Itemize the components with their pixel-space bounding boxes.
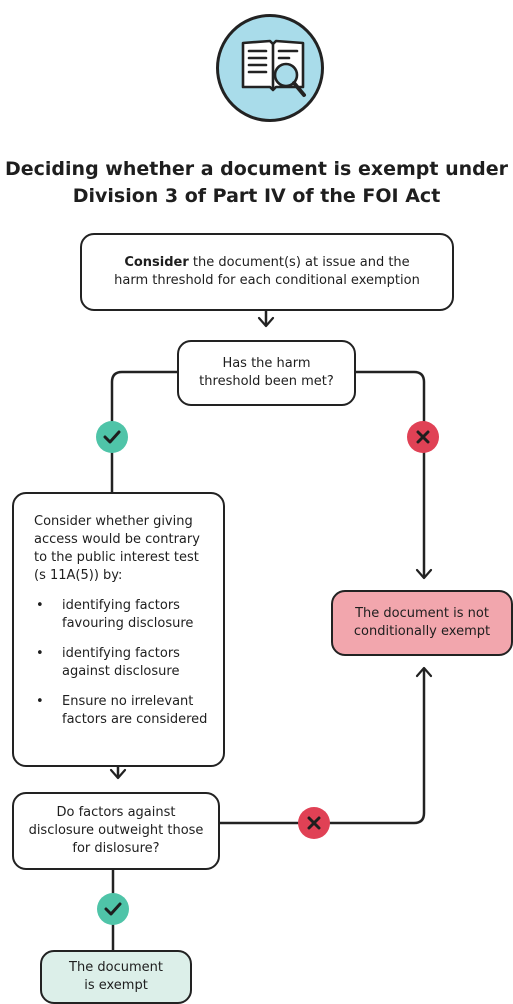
bullet-item: • Ensure no irrelevant factors are consid… — [34, 693, 213, 729]
title-line-2: Division 3 of Part IV of the FOI Act — [72, 185, 441, 207]
harm-threshold-question-box: Has the harm threshold been met? — [177, 340, 356, 406]
not-exempt-line-2: conditionally exempt — [353, 624, 491, 639]
harm-line-1: Has the harm — [222, 356, 311, 371]
public-interest-bullets: • identifying factors favouring disclosur… — [34, 597, 213, 729]
not-exempt-line-1: The document is not — [355, 606, 489, 621]
factors-line-1: Do factors against — [56, 805, 176, 820]
consider-bold: Consider — [124, 255, 189, 270]
title-line-1: Deciding whether a document is exempt un… — [5, 158, 508, 180]
book-magnifier-icon — [216, 14, 324, 122]
consider-rest: the document(s) at issue and the — [188, 255, 410, 270]
not-conditionally-exempt-box: The document is not conditionally exempt — [331, 590, 513, 656]
bullet-item: • identifying factors against disclosure — [34, 645, 213, 681]
factors-line-3: for dislosure? — [72, 841, 160, 856]
harm-no-cross-icon — [407, 421, 439, 453]
bullet-item: • identifying factors favouring disclosur… — [34, 597, 213, 633]
factors-no-cross-icon — [298, 807, 330, 839]
factors-line-2: disclosure outweight those — [28, 823, 204, 838]
public-interest-intro: Consider whether giving access would be … — [34, 514, 200, 583]
factors-question-box: Do factors against disclosure outweight … — [12, 792, 220, 870]
exempt-line-2: is exempt — [84, 978, 148, 993]
bullet-text: identifying factors favouring disclosure — [62, 598, 194, 631]
bullet-dot: • — [36, 694, 44, 709]
diagram-title: Deciding whether a document is exempt un… — [0, 156, 513, 210]
bullet-text: identifying factors against disclosure — [62, 646, 180, 679]
bullet-dot: • — [36, 598, 44, 613]
factors-yes-check-icon — [97, 893, 129, 925]
harm-line-2: threshold been met? — [199, 374, 334, 389]
public-interest-test-box: Consider whether giving access would be … — [12, 492, 225, 767]
consider-line-1: Consider the document(s) at issue and th… — [124, 254, 409, 272]
consider-documents-box: Consider the document(s) at issue and th… — [80, 233, 454, 311]
exempt-line-1: The document — [69, 960, 163, 975]
bullet-text: Ensure no irrelevant factors are conside… — [62, 694, 208, 727]
bullet-dot: • — [36, 646, 44, 661]
harm-yes-check-icon — [96, 421, 128, 453]
consider-line-2: harm threshold for each conditional exem… — [114, 273, 420, 288]
